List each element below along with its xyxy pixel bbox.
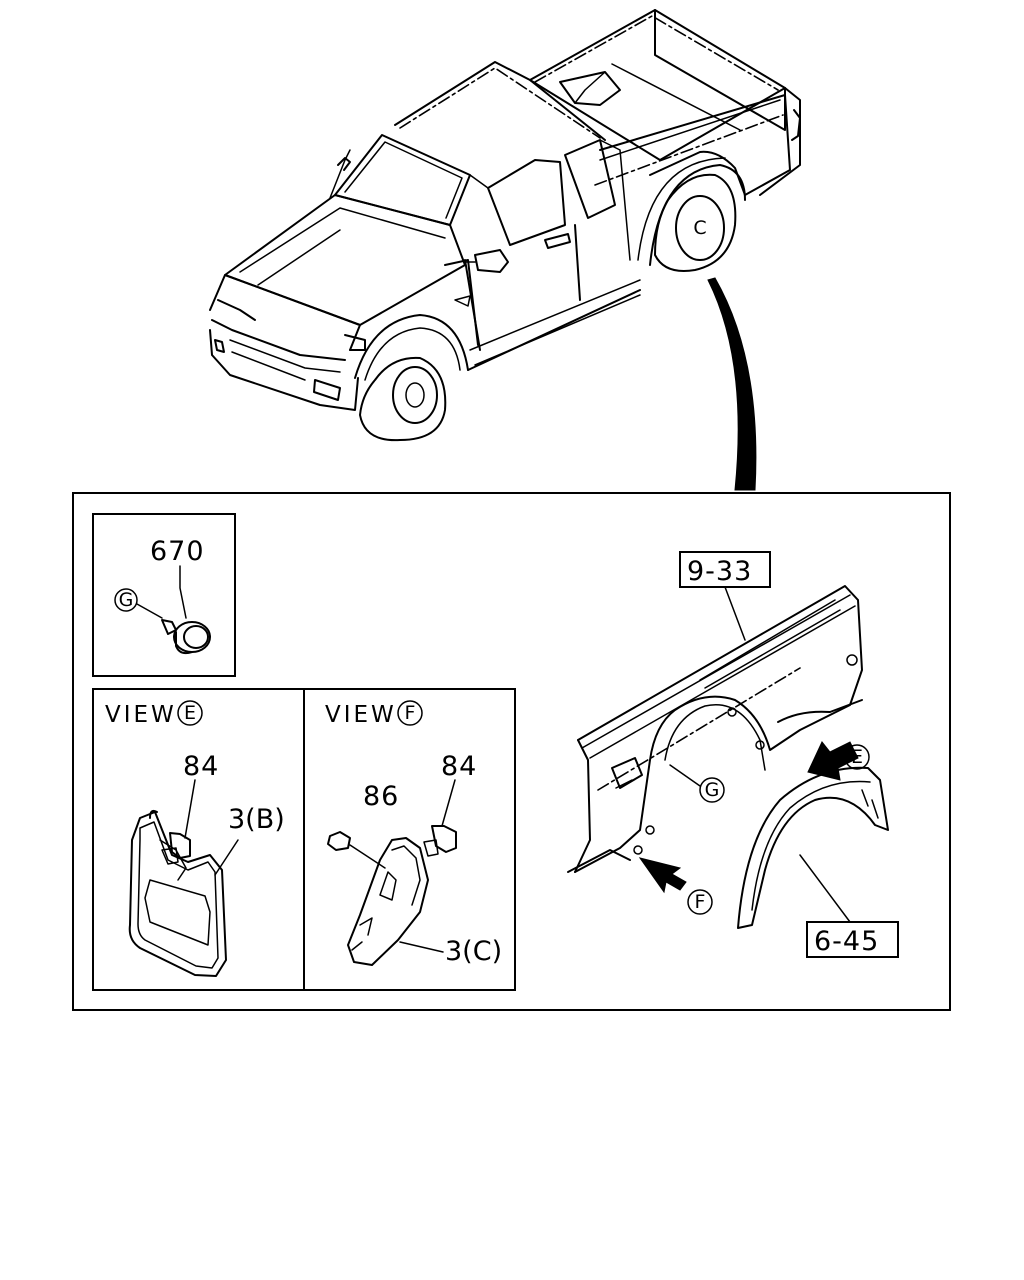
clip-panel: 670 G (92, 513, 236, 677)
view-e-panel: VIEW E 84 3(B) (92, 688, 306, 991)
part-number-3c: 3(C) (445, 936, 502, 967)
part-number-670: 670 (150, 536, 205, 567)
part-number-84-f: 84 (441, 751, 477, 782)
bed-side-panel-assembly: 9-33 G E F (567, 551, 870, 915)
part-number-84-e: 84 (183, 751, 219, 782)
pickup-truck-illustration: C (209, 9, 801, 491)
bracket-86-drawing (327, 831, 351, 851)
wheel-arch-molding: 6-45 (737, 766, 899, 958)
clip-670-drawing (161, 619, 211, 655)
mudguard-3c-drawing (347, 837, 429, 966)
leader-curve (707, 277, 757, 491)
ref-box-6-45 (806, 921, 899, 958)
part-number-86: 86 (363, 781, 399, 812)
view-e-word: VIEW (105, 702, 177, 728)
view-f-marker: F (405, 702, 416, 724)
ref-box-9-33 (679, 551, 771, 588)
part-number-3b: 3(B) (228, 804, 285, 835)
view-f-panel: VIEW F 86 84 3(C) (303, 688, 516, 991)
view-f-word: VIEW (325, 702, 397, 728)
marker-e-arrow: E (851, 746, 863, 768)
clip-84-e-drawing (161, 832, 191, 865)
ref-9-33-label: 9-33 (687, 556, 752, 587)
view-e-marker: E (184, 702, 196, 724)
marker-c-label: C (693, 217, 706, 239)
marker-g-panel: G (705, 779, 720, 801)
mudguard-3b-drawing (128, 809, 227, 977)
marker-g-clip: G (119, 589, 134, 611)
ref-6-45-label: 6-45 (814, 926, 879, 957)
arrow-view-f (638, 857, 687, 894)
clip-84-f-drawing (423, 825, 457, 857)
marker-f-arrow: F (695, 891, 706, 913)
